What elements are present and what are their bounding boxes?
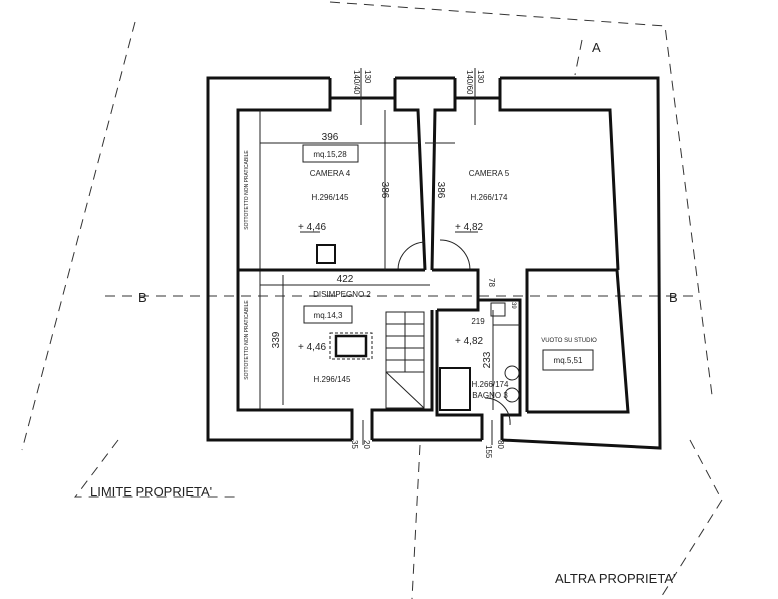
vuoto-area: mq.5,51 (554, 356, 583, 365)
camera4-area: mq.15,28 (313, 150, 347, 159)
disimpegno-level: + 4,46 (298, 342, 327, 353)
sink-dim: 39 (510, 302, 516, 309)
vuoto-area-box (542, 349, 594, 371)
disimpegno-width-dim: 422 (337, 274, 354, 285)
camera4-width-dim: 396 (322, 132, 339, 143)
staircase (385, 311, 425, 409)
section-marker-a: A (592, 40, 601, 55)
sottotetto-bottom: SOTTOTETTO NON PRATICABILE (244, 300, 250, 380)
camera4-area-box (302, 144, 359, 163)
disimpegno-area: mq.14,3 (314, 311, 343, 320)
bagno-height: H.266/174 (472, 380, 509, 389)
bagno-width-dim: 219 (471, 317, 485, 326)
disimpegno-area-box (303, 305, 353, 324)
win2-dim-a: 140/60 (465, 70, 474, 95)
win1-dim-b: 130 (363, 70, 372, 84)
camera4-height: H.296/145 (312, 193, 349, 202)
win2-dim-b: 130 (476, 70, 485, 84)
win1-dim-a: 140/40 (352, 70, 361, 95)
dimension-lines (260, 68, 520, 445)
bagno-depth-dim: 233 (482, 351, 493, 368)
camera5-level: + 4,82 (455, 222, 484, 233)
corridor-dim: 78 (487, 278, 496, 287)
room-vuoto (525, 268, 630, 414)
camera4-depth-dim: 386 (379, 182, 390, 199)
room-disimpegno (236, 268, 480, 440)
property-boundaries (21, 1, 723, 599)
camera5-depth-dim: 386 (435, 182, 446, 199)
camera5-name: CAMERA 5 (469, 169, 510, 178)
room-bagno (435, 270, 522, 440)
vuoto-name: VUOTO SU STUDIO (541, 338, 597, 344)
property-limit-label: LIMITE PROPRIETA' (90, 484, 212, 499)
room-camera-4 (236, 98, 427, 410)
section-marker-b-right: B (669, 290, 678, 305)
bagno-name: BAGNO 3 (472, 391, 508, 400)
disimpegno-height: H.296/145 (314, 375, 351, 384)
room-camera-5 (430, 98, 620, 271)
sottotetto-top: SOTTOTETTO NON PRATICABILE (244, 150, 250, 230)
door-bottom-dim-b: 20 (362, 440, 371, 449)
door-bath-dim-b: 80 (496, 440, 505, 449)
camera5-height: H.266/174 (471, 193, 508, 202)
outer-walls (206, 76, 662, 450)
camera4-level: + 4,46 (298, 222, 327, 233)
disimpegno-name: DISIMPEGNO 2 (313, 290, 371, 299)
camera4-name: CAMERA 4 (310, 169, 351, 178)
door-bath-dim-a: 155 (484, 445, 493, 459)
disimpegno-depth-dim: 339 (271, 331, 282, 348)
section-marker-b-left: B (138, 290, 147, 305)
bagno-level: + 4,82 (455, 336, 484, 347)
other-property-label: ALTRA PROPRIETA' (555, 571, 675, 586)
door-bottom-dim-a: 35 (350, 440, 359, 449)
